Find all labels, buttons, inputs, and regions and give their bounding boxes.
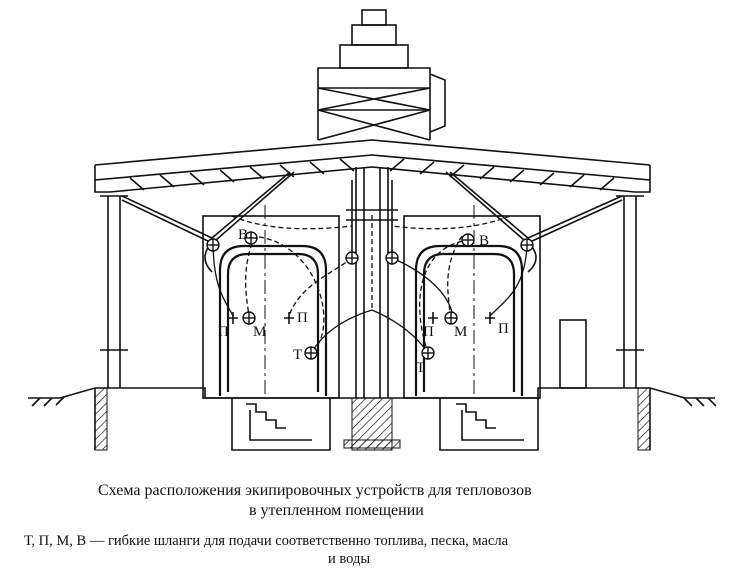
flexible-hoses [212, 215, 528, 354]
label-water-left: В [238, 227, 248, 243]
sand-nozzles [228, 312, 495, 324]
hose-fittings [206, 231, 534, 360]
locomotive-left [218, 244, 328, 396]
legend-line-1: Т, П, М, В — гибкие шланги для подачи со… [24, 533, 509, 549]
label-fuel-left: Т [293, 347, 302, 363]
diagram-caption-line-1: Схема расположения экипировочных устройс… [98, 482, 532, 499]
label-sand-left-1: П [218, 324, 229, 340]
label-sand-left-2: П [297, 310, 308, 326]
label-sand-right-1: П [423, 324, 434, 340]
track-axis-lines [264, 205, 475, 398]
legend-line-2: и воды [328, 551, 371, 567]
roof-truss [94, 139, 651, 193]
roof-ventilator [317, 9, 446, 141]
depot-cross-section-diagram: В В П М П Т П М П Т [28, 9, 717, 451]
label-sand-right-2: П [498, 321, 509, 337]
label-fuel-right: Т [416, 360, 425, 376]
gate-left [202, 215, 340, 399]
label-water-right: В [479, 233, 489, 249]
label-oil-right: М [454, 324, 467, 340]
diagram-caption-line-2: в утепленном помещении [249, 502, 424, 519]
gate-right [403, 215, 541, 399]
label-oil-left: М [253, 324, 266, 340]
